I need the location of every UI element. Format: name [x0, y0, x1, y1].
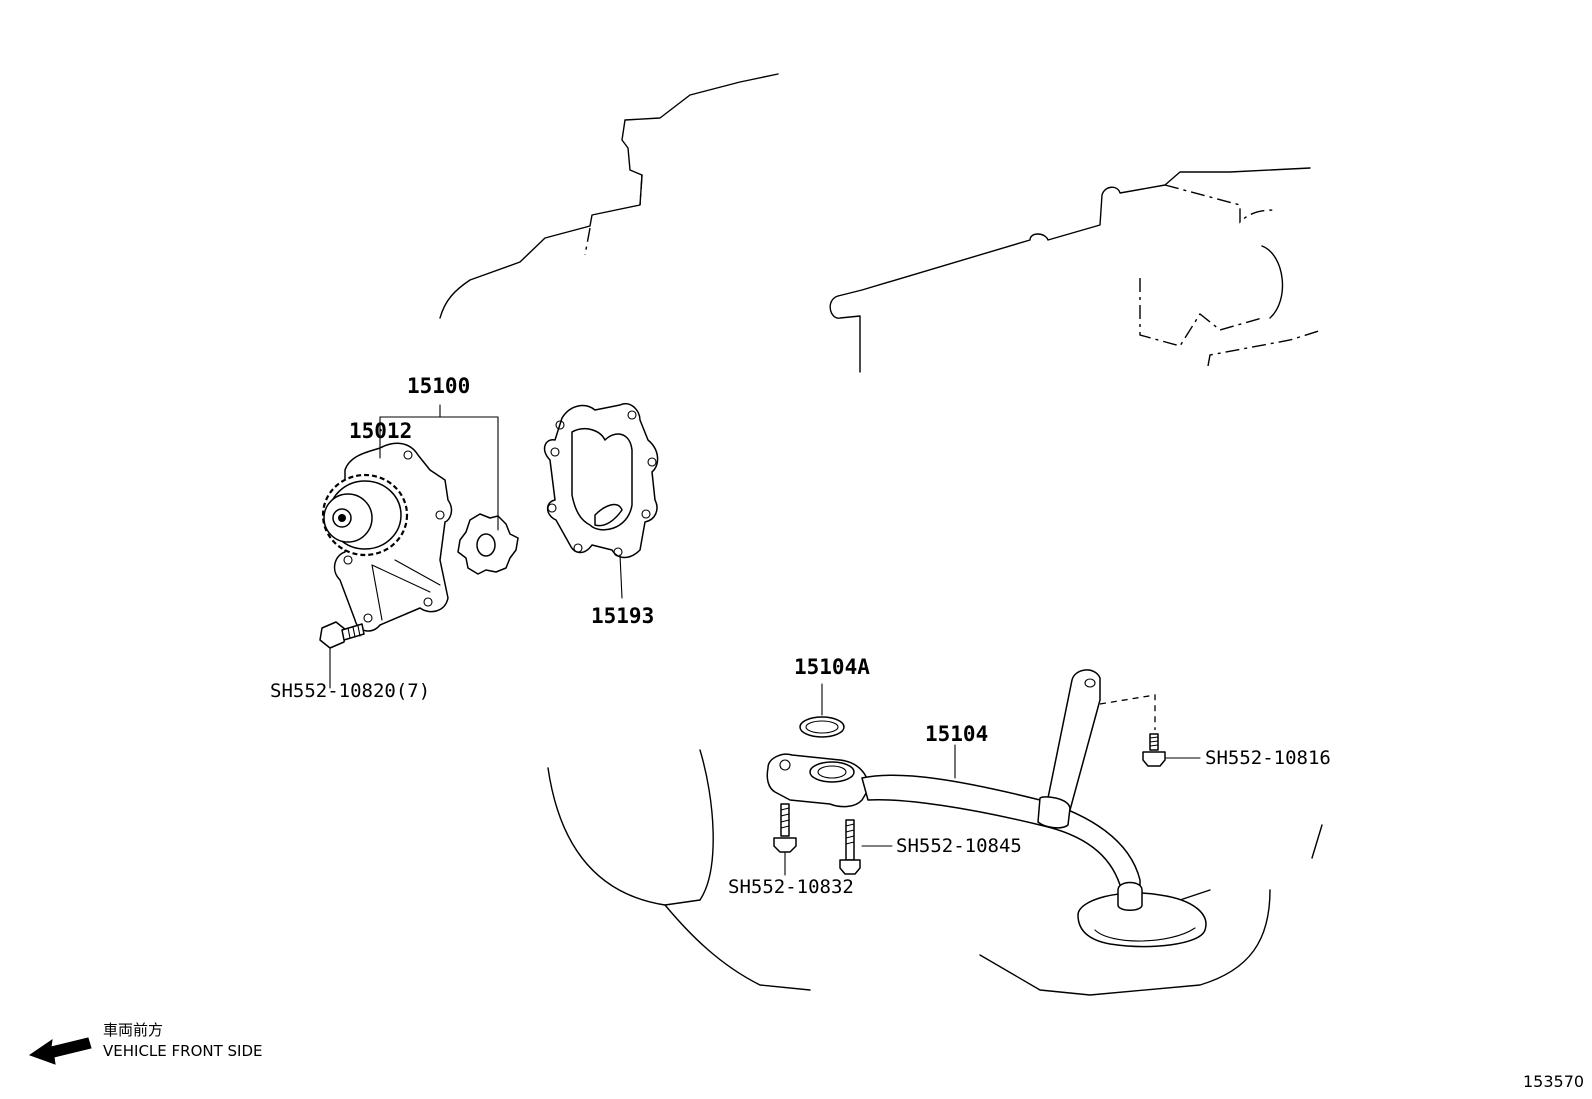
callout-sh552-10820: SH552-10820(7): [270, 680, 430, 702]
flange-bolt-10832: [773, 803, 797, 876]
oil-pump-body: [321, 442, 519, 632]
drive-gear: [321, 473, 409, 557]
callout-sh552-10845: SH552-10845: [896, 835, 1022, 857]
flange-bolt-10845: [839, 819, 893, 875]
engine-block-outline: [439, 73, 1323, 373]
callout-15104: 15104: [925, 722, 988, 746]
callout-15012: 15012: [349, 419, 412, 443]
rotor-gear: [457, 513, 519, 575]
front-arrow-icon: [28, 1037, 92, 1065]
callout-15100: 15100: [407, 374, 470, 398]
legend-japanese: 車両前方: [103, 1021, 163, 1039]
strainer-oring: [799, 683, 845, 738]
callout-sh552-10832: SH552-10832: [728, 876, 854, 898]
oil-strainer: [766, 669, 1207, 948]
legend-english: VEHICLE FRONT SIDE: [103, 1042, 263, 1060]
vehicle-front-legend: 車両前方 VEHICLE FRONT SIDE: [28, 1021, 263, 1065]
callout-sh552-10816: SH552-10816: [1205, 747, 1331, 769]
oil-pump-gasket: [543, 403, 659, 559]
oil-pan-outline: [547, 749, 1323, 996]
pump-bolt: [319, 621, 365, 689]
callout-15104a: 15104A: [794, 655, 870, 679]
callout-15193: 15193: [591, 604, 654, 628]
leaders-pump: [379, 404, 623, 599]
bracket-bolt: [1099, 694, 1201, 767]
diagram-reference-number: 153570: [1523, 1072, 1584, 1091]
